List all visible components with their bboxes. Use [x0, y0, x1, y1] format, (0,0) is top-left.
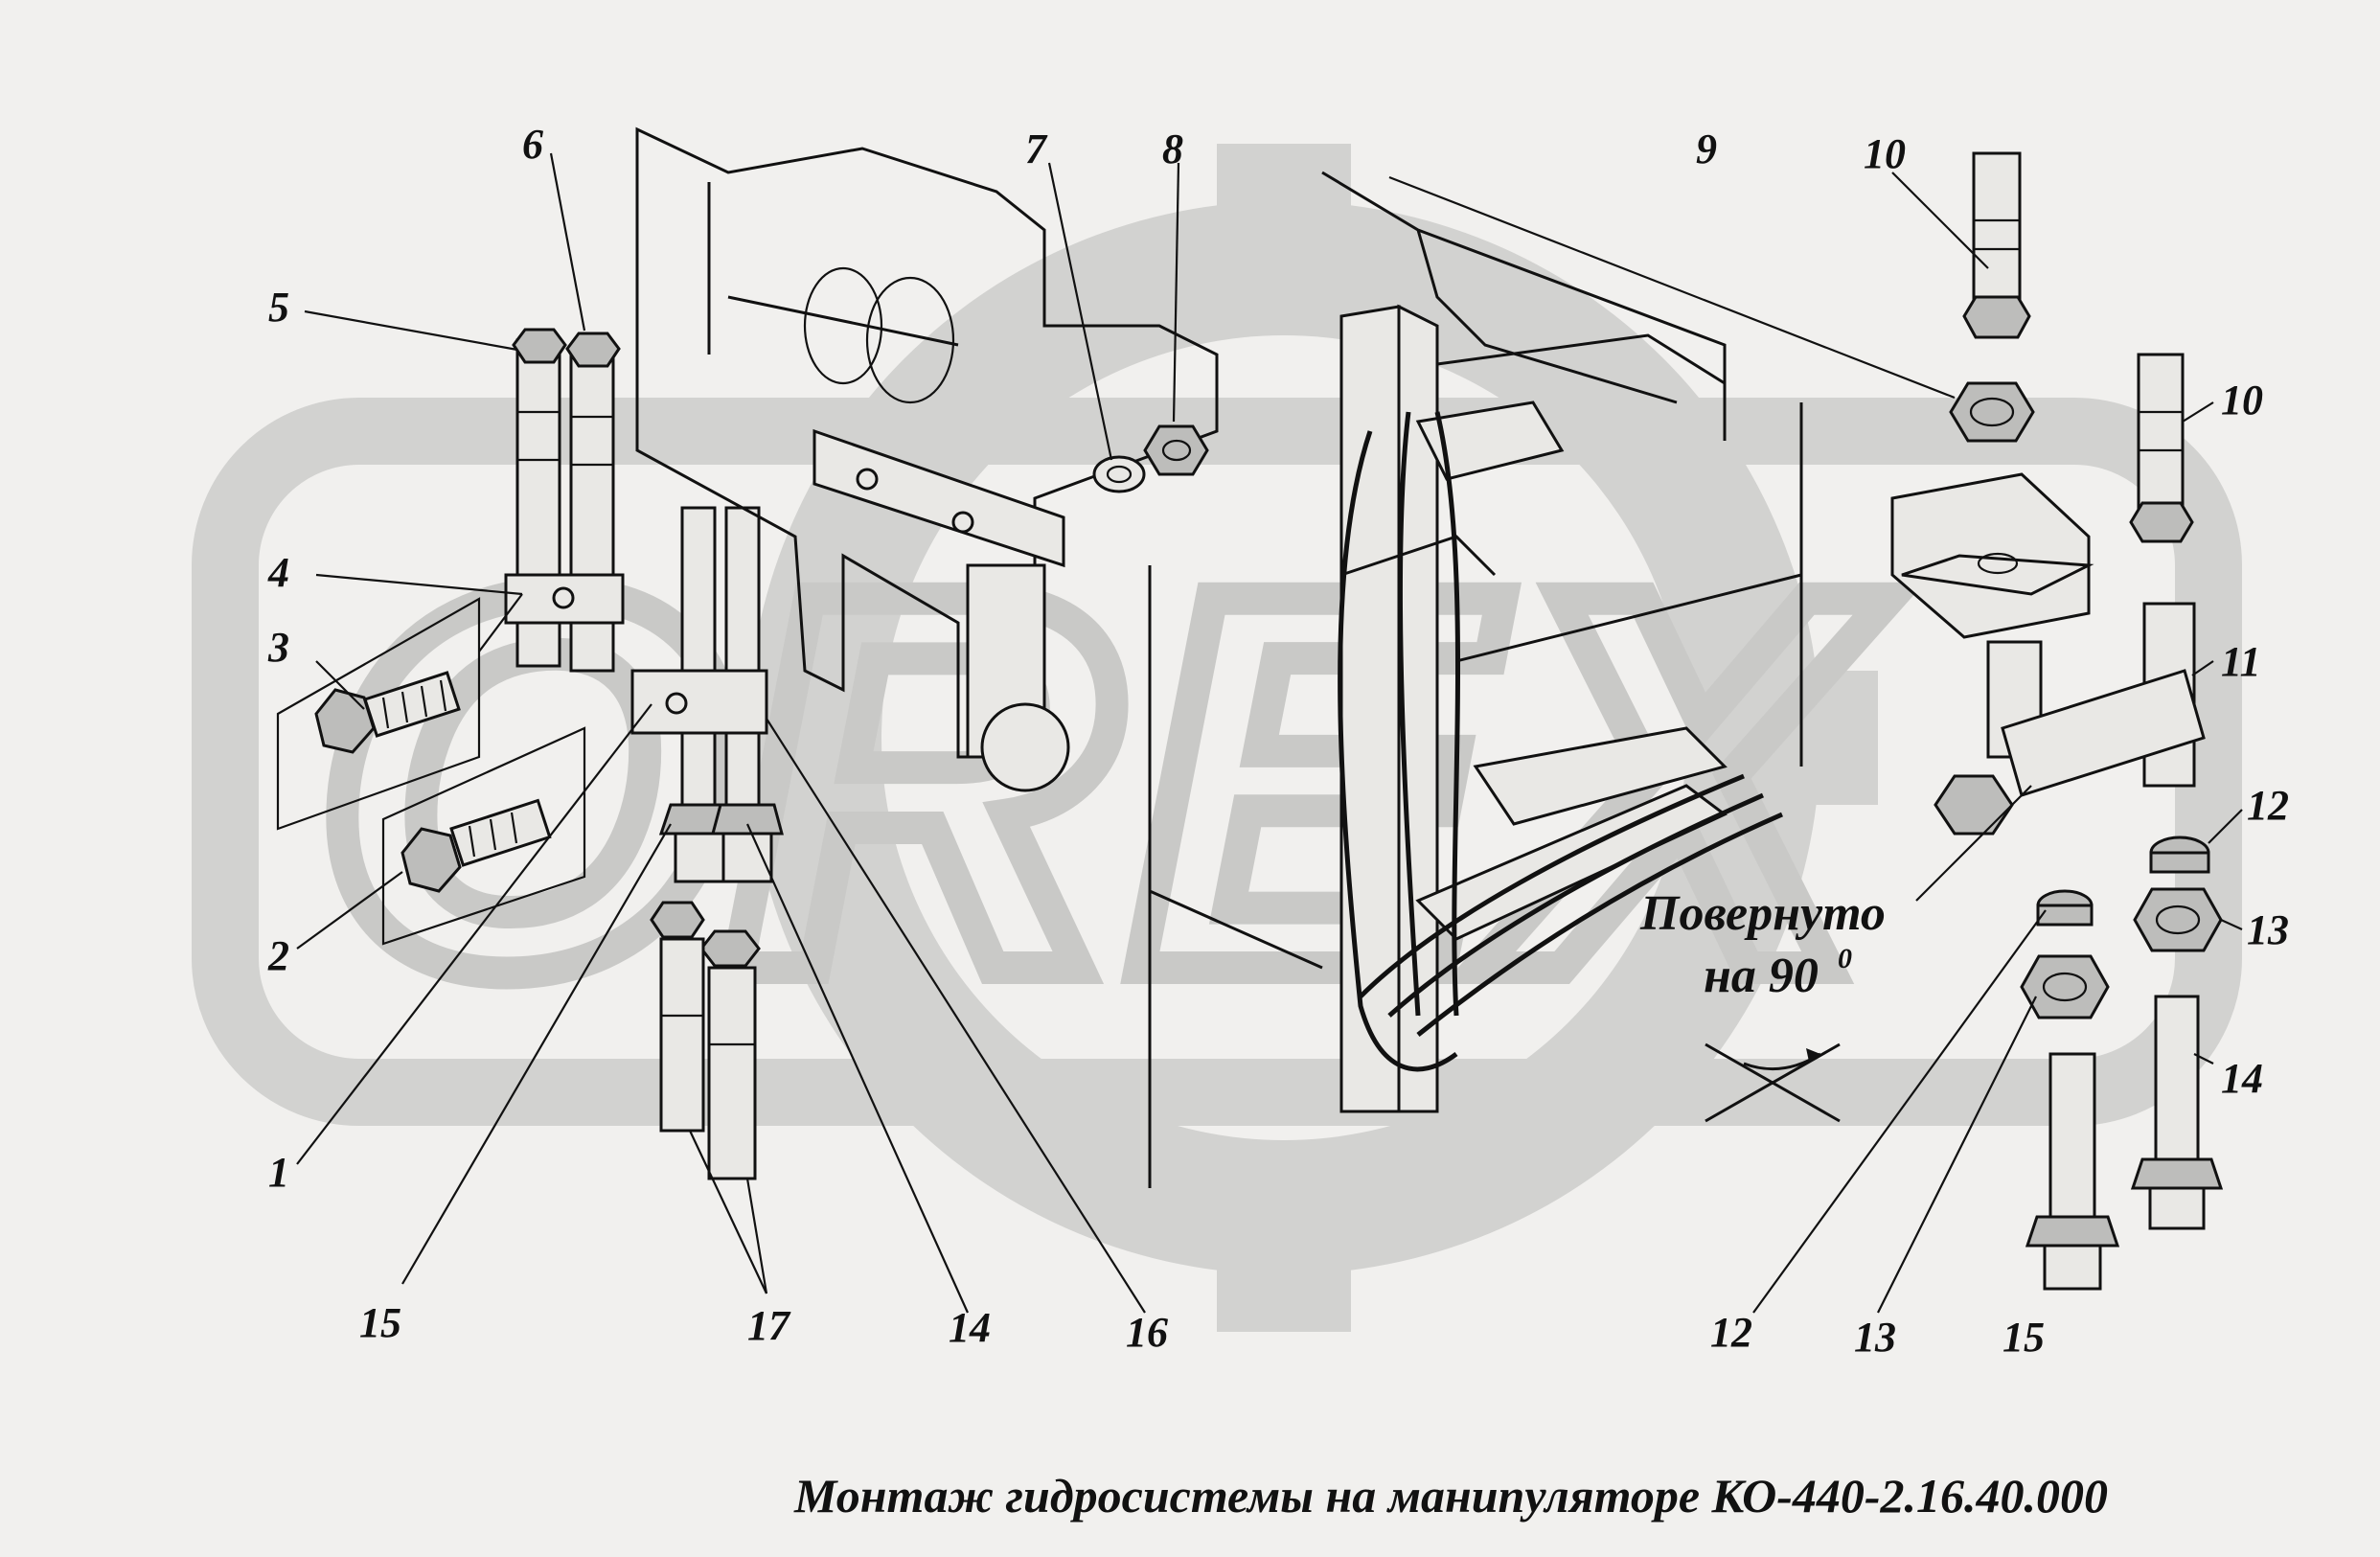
rotation-note-line2: на 90 — [1704, 949, 1819, 1003]
callout-11: 11 — [2221, 638, 2261, 685]
washer-7 — [1092, 455, 1146, 493]
callout-12-left: 12 — [1710, 1309, 1752, 1356]
nut-13-left — [2020, 954, 2110, 1019]
plug-12-right — [2149, 836, 2210, 874]
callout-4: 4 — [267, 549, 289, 596]
hose-end-10-right — [2129, 353, 2194, 543]
nut-9 — [1949, 381, 2035, 443]
nut-8 — [1143, 424, 1209, 476]
rotation-note-line1: Повернуто — [1639, 886, 1886, 941]
callout-15-right: 15 — [2002, 1314, 2045, 1361]
watermark-gear — [690, 144, 1878, 1332]
plug-12-left — [2036, 889, 2094, 927]
callout-13-left: 13 — [1854, 1314, 1896, 1361]
watermark: O R E X — [192, 144, 2242, 1332]
callout-10-right: 10 — [2221, 377, 2263, 424]
tube-15-right — [2025, 1052, 2120, 1291]
callout-12-right: 12 — [2247, 782, 2289, 829]
callout-10-top: 10 — [1864, 130, 1906, 177]
callout-14-right: 14 — [2221, 1055, 2263, 1102]
callout-1: 1 — [268, 1149, 289, 1196]
tee-fitting-11 — [1934, 602, 2206, 836]
callout-16: 16 — [1126, 1309, 1168, 1356]
callout-7: 7 — [1025, 126, 1048, 172]
callout-labels: 1 2 3 4 5 6 7 8 9 10 10 11 12 12 13 13 1… — [267, 121, 2289, 1361]
diagram-caption: Монтаж гидросистемы на манипуляторе КО-4… — [793, 1469, 2108, 1523]
hose-pair-upper — [504, 328, 625, 673]
bracket-panel — [635, 126, 1219, 792]
rotation-symbol — [1705, 1042, 1841, 1123]
callout-15-left: 15 — [359, 1299, 401, 1346]
hose-pair-lower — [650, 901, 761, 1180]
nut-13-right — [2133, 887, 2223, 952]
rotation-note: Повернуто на 90 0 — [1639, 886, 1886, 1003]
rotation-note-degree: 0 — [1838, 943, 1852, 974]
hose-end-10-top — [1962, 151, 2031, 339]
bolt-2 — [381, 726, 586, 946]
tube-14-right — [2130, 995, 2224, 1230]
callout-8: 8 — [1162, 126, 1183, 172]
mounting-plate — [1890, 472, 2094, 639]
svg-text:R: R — [728, 482, 1115, 1082]
callout-14-left: 14 — [949, 1304, 991, 1351]
callout-2: 2 — [267, 932, 289, 979]
hose-pair-middle — [630, 506, 784, 883]
manipulator-assembly — [1148, 171, 1803, 1188]
callout-3: 3 — [267, 624, 289, 671]
callout-5: 5 — [268, 284, 289, 331]
callout-17: 17 — [747, 1302, 791, 1349]
callout-13-right: 13 — [2247, 906, 2289, 953]
callout-6: 6 — [522, 121, 543, 168]
svg-text:E: E — [1131, 482, 1508, 1082]
callout-9: 9 — [1696, 126, 1717, 172]
leader-lines — [296, 152, 2243, 1314]
